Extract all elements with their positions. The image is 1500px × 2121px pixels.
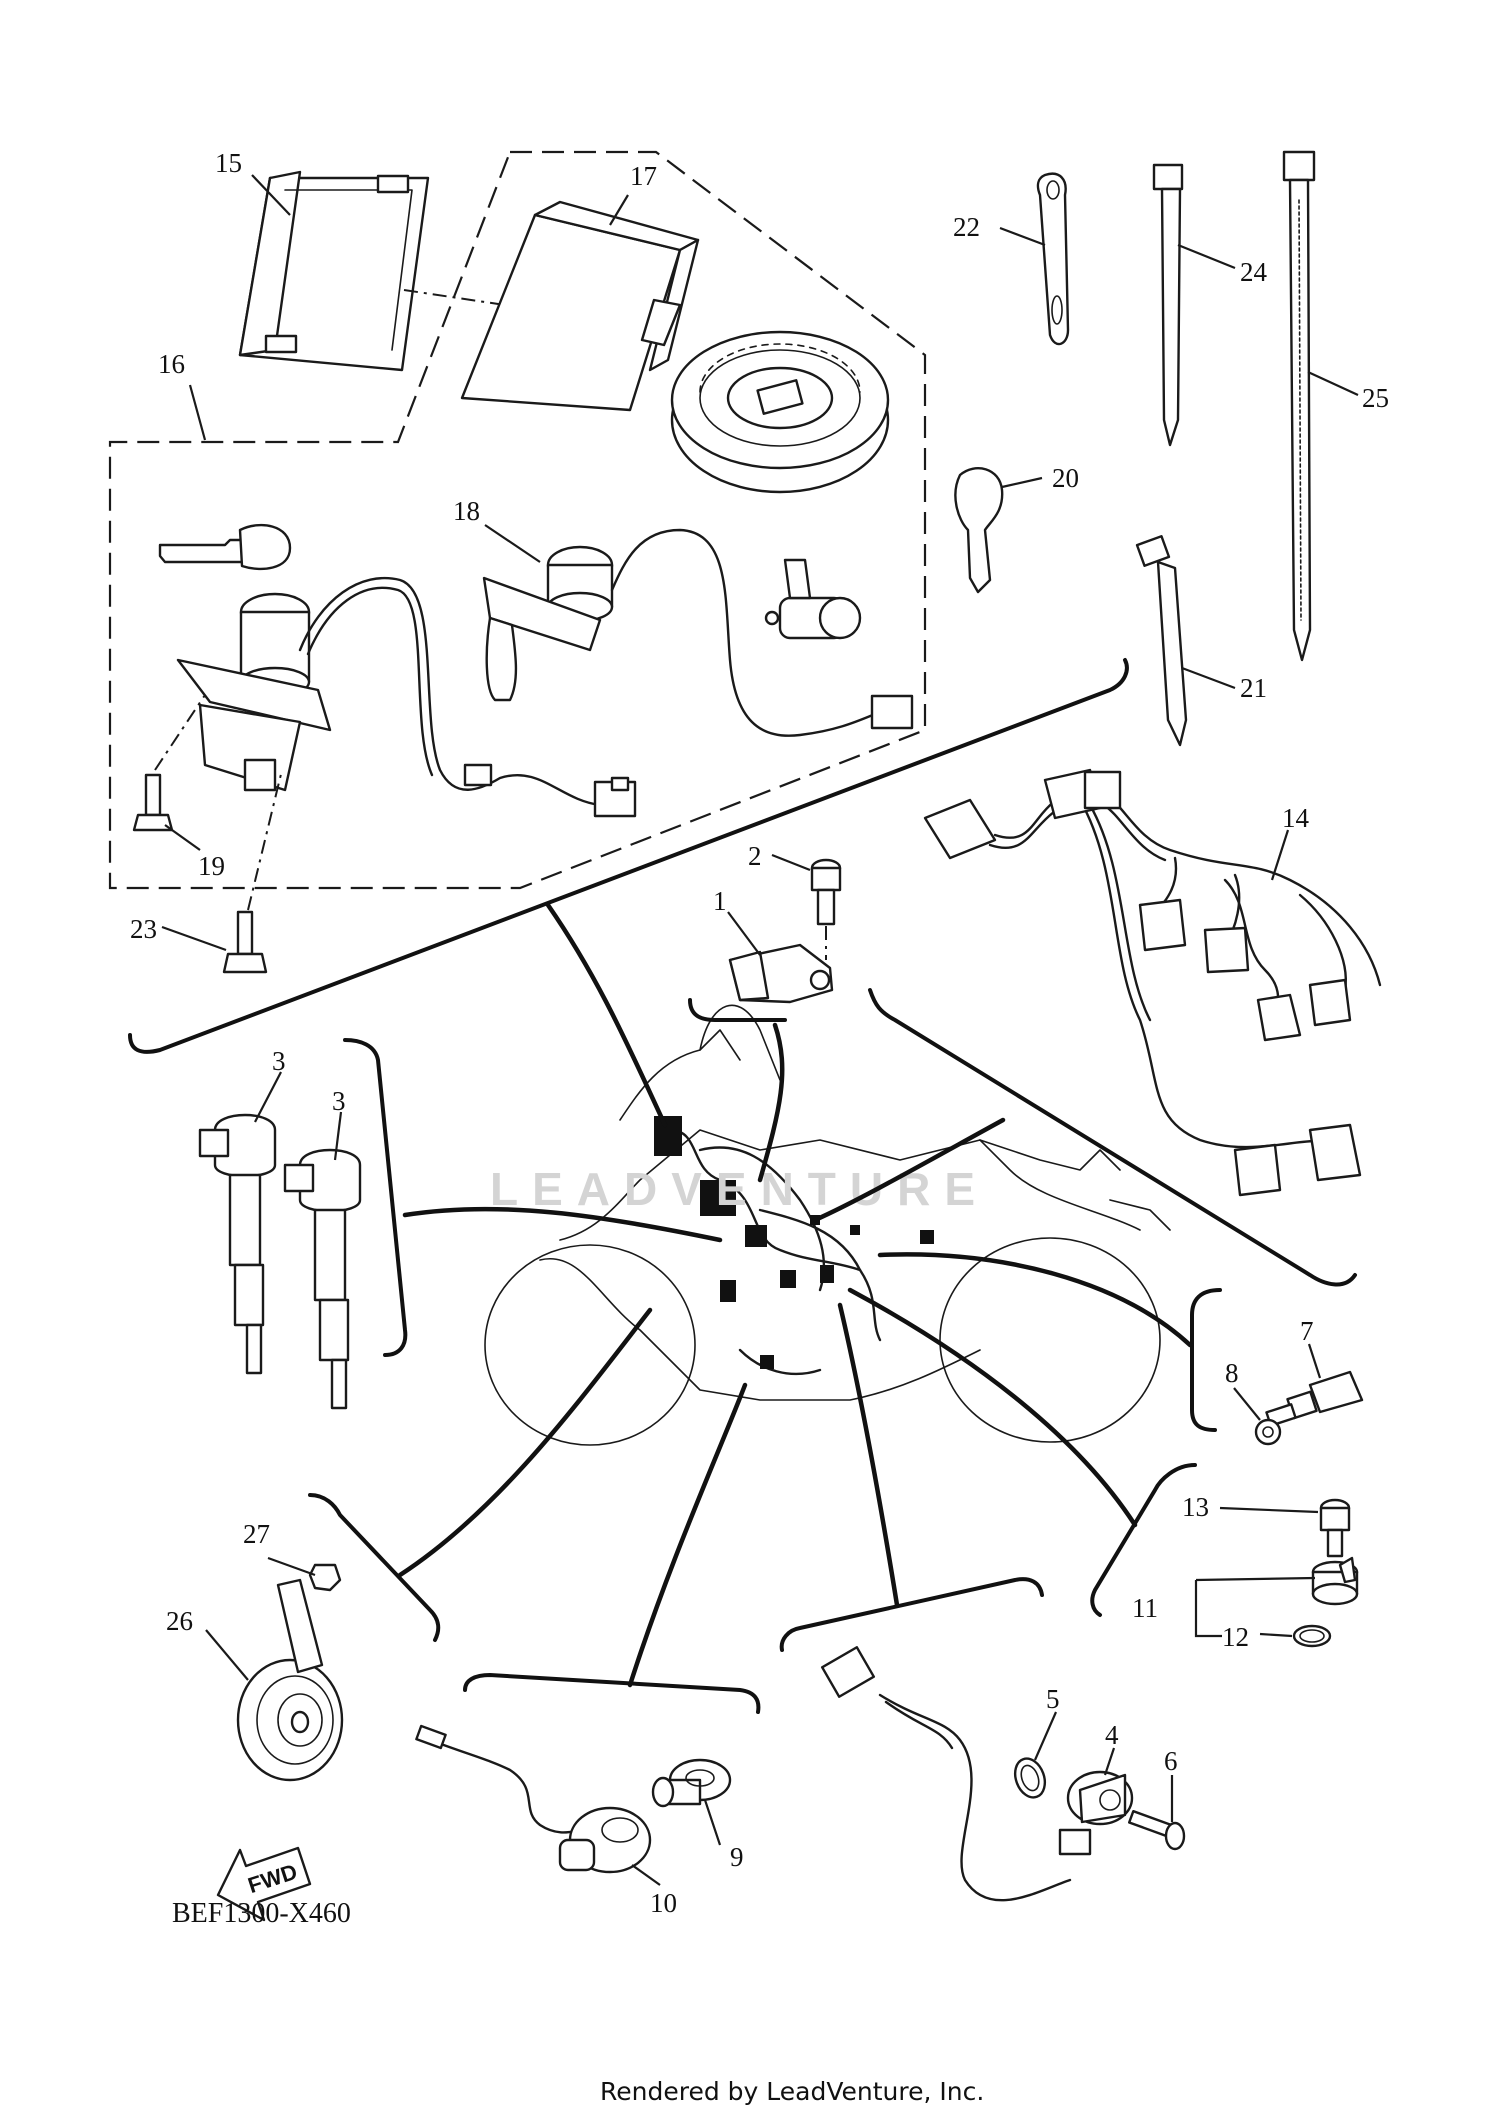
part-band-22	[1036, 172, 1070, 346]
part-horn-26	[236, 1578, 344, 1782]
callout-21: 21	[1240, 673, 1267, 703]
group-brackets	[128, 658, 1357, 1714]
part-bolt-6	[1128, 1809, 1186, 1851]
callout-14: 14	[1282, 803, 1310, 833]
callout-5: 5	[1046, 1684, 1060, 1714]
callout-13: 13	[1182, 1492, 1209, 1522]
callout-27: 27	[243, 1519, 270, 1549]
part-wire-harness	[923, 768, 1382, 1197]
part-ecu	[460, 200, 700, 412]
callout-24: 24	[1240, 257, 1268, 287]
part-sensor-1	[728, 943, 834, 1004]
forward-arrow-icon: FWD	[216, 1846, 312, 1922]
leader-lines	[161, 174, 1359, 1886]
motorcycle-outline	[484, 1004, 1171, 1446]
callout-10: 10	[650, 1888, 677, 1918]
watermark-text: LEADVENTURE	[490, 1163, 989, 1215]
part-bolt-13	[1319, 1498, 1351, 1558]
part-sensor-10	[415, 1724, 652, 1874]
group-spokes	[397, 902, 1193, 1688]
diagram-code: BEF1300-X460	[172, 1898, 351, 1929]
callout-25: 25	[1362, 383, 1389, 413]
part-sensor-7	[1265, 1370, 1364, 1427]
part-tie-24	[1152, 163, 1184, 447]
part-oring-12	[1292, 1624, 1332, 1648]
callout-23: 23	[130, 914, 157, 944]
callout-8: 8	[1225, 1358, 1239, 1388]
part-ecu-bracket	[238, 170, 506, 372]
part-sensor-9	[651, 1758, 732, 1808]
part-lock-set	[158, 523, 914, 818]
callout-18: 18	[453, 496, 480, 526]
part-key-20	[954, 467, 1004, 594]
part-tie-21	[1135, 535, 1188, 747]
part-oring-5	[1013, 1757, 1047, 1799]
callout-3a: 3	[272, 1046, 286, 1076]
callout-1: 1	[713, 886, 727, 916]
callout-19: 19	[198, 851, 225, 881]
part-nut-27	[308, 1563, 342, 1592]
part-bolts-19-23	[132, 694, 283, 974]
part-sensor-4	[820, 1646, 1134, 1902]
callout-labels: 15 17 16 18 19 23 20 22 24 25 21 14 2 1 …	[130, 148, 1389, 1918]
callout-26: 26	[166, 1606, 193, 1636]
part-sensor-11	[1311, 1556, 1359, 1606]
callout-6: 6	[1164, 1746, 1178, 1776]
part-tie-25	[1282, 150, 1316, 662]
callout-16: 16	[158, 349, 185, 379]
part-ignition-coils	[198, 1113, 362, 1410]
callout-15: 15	[215, 148, 242, 178]
callout-4: 4	[1105, 1720, 1119, 1750]
callout-9: 9	[730, 1842, 744, 1872]
callout-22: 22	[953, 212, 980, 242]
callout-11: 11	[1132, 1593, 1158, 1623]
footer-credit: Rendered by LeadVenture, Inc.	[600, 2077, 984, 2106]
callout-20: 20	[1052, 463, 1079, 493]
callout-7: 7	[1300, 1316, 1314, 1346]
part-bolt-2	[810, 858, 842, 960]
callout-12: 12	[1222, 1622, 1249, 1652]
callout-3b: 3	[332, 1086, 346, 1116]
part-fuel-cap	[670, 330, 890, 494]
key-set-boundary	[108, 150, 927, 890]
part-gasket-8	[1254, 1418, 1282, 1446]
callout-2: 2	[748, 841, 762, 871]
callout-17: 17	[630, 161, 657, 191]
